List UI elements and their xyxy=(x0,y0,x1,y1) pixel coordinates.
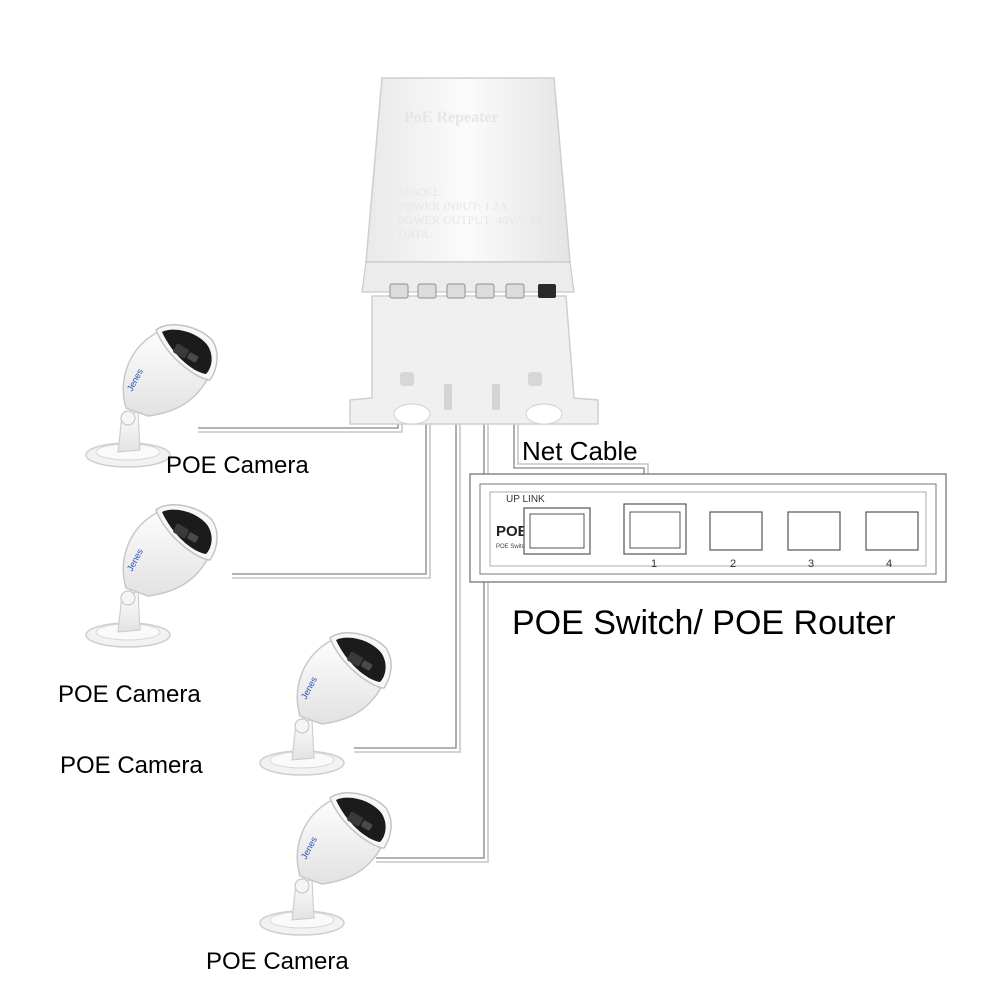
camera-3 xyxy=(259,632,392,776)
power-port xyxy=(538,284,556,298)
camera-label-3: POE Camera xyxy=(60,752,203,779)
switch-title: POE Switch/ POE Router xyxy=(512,604,896,642)
switch-port-number-3: 3 xyxy=(808,558,814,570)
cable-camera-3 xyxy=(354,296,457,749)
camera-label-1: POE Camera xyxy=(166,452,309,479)
switch-port-3 xyxy=(787,511,841,551)
poe-repeater: PoE Repeater MODEL: POWER INPUT: 1.2A PO… xyxy=(349,77,599,425)
camera-4 xyxy=(259,792,392,936)
repeater-spec-3: POWER OUTPUT: 48V/0.5A xyxy=(398,213,544,227)
switch-poe-sub-label: POE Switch xyxy=(496,544,528,550)
repeater-ports xyxy=(389,283,525,299)
camera-1 xyxy=(85,324,218,468)
switch-port-number-4: 4 xyxy=(886,558,892,570)
repeater-spec-1: MODEL: xyxy=(398,185,444,199)
switch-port-number-1: 1 xyxy=(651,558,657,570)
repeater-spec-2: POWER INPUT: 1.2A xyxy=(398,199,508,213)
switch-port-4 xyxy=(865,511,919,551)
switch-port-number-2: 2 xyxy=(730,558,736,570)
switch-port-2 xyxy=(709,511,763,551)
repeater-brand: PoE Repeater xyxy=(404,109,499,126)
camera-2 xyxy=(85,504,218,648)
camera-label-4: POE Camera xyxy=(206,948,349,975)
switch-uplink-label: UP LINK xyxy=(506,494,545,505)
switch-poe-label: POE xyxy=(496,523,528,540)
poe-switch: UP LINK POE POE Switch 1 2 3 4 xyxy=(469,473,947,583)
net-cable-label: Net Cable xyxy=(522,436,638,466)
camera-label-2: POE Camera xyxy=(58,681,201,708)
repeater-spec-4: DATA: xyxy=(398,227,432,241)
